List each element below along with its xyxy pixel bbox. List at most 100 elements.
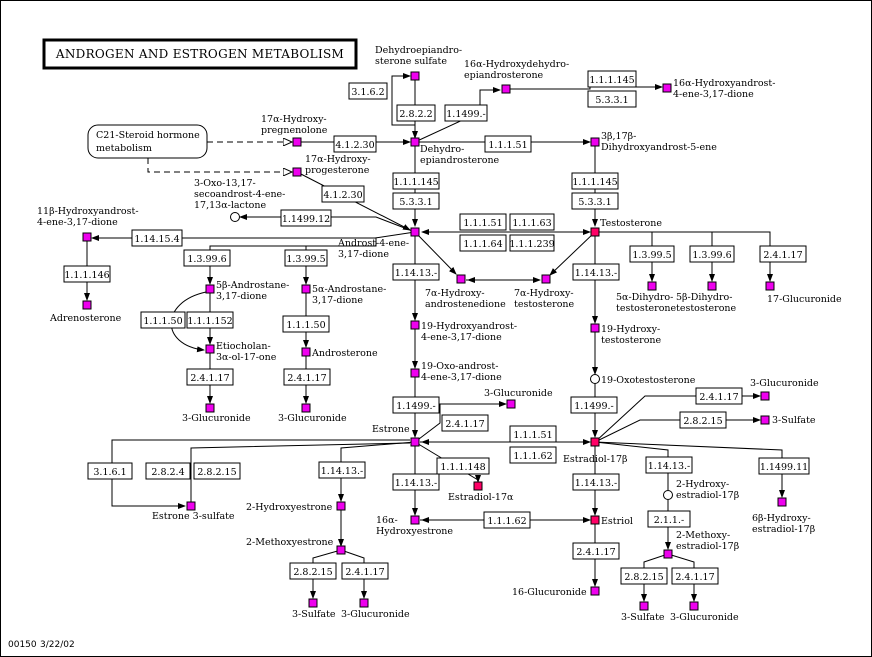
enzyme-1-1499---box[interactable]: 1.1499.- — [392, 396, 440, 414]
enzyme-1-1-1-62-box[interactable]: 1.1.1.62 — [509, 446, 557, 464]
compound-label-adrenosterone[interactable]: Adrenosterone — [49, 313, 122, 324]
enzyme-4-1-2-30-box[interactable]: 4.1.2.30 — [321, 185, 365, 203]
compound-node-hydroxy-pregnenolone[interactable] — [292, 137, 302, 147]
compound-node-hydroxytestosterone7[interactable] — [541, 274, 551, 284]
enzyme-1-14-13---box[interactable]: 1.14.13.- — [392, 473, 440, 491]
compound-node-glucuronide3-a[interactable] — [205, 403, 215, 413]
enzyme-1-1-1-51-box[interactable]: 1.1.1.51 — [459, 213, 507, 231]
compound-label-hydroxyandrostenedione11[interactable]: 11β-Hydroxyandrost-4-ene-3,17-dione — [37, 206, 139, 228]
compound-node-etiocholanolone[interactable] — [205, 344, 215, 354]
compound-label-androstenedione[interactable]: Androst-4-ene-3,17-dione — [337, 238, 409, 260]
compound-node-estrone-sulfate[interactable] — [186, 501, 196, 511]
compound-node-glucuronide3-c[interactable] — [506, 399, 516, 409]
compound-node-glucuronide3-d[interactable] — [760, 391, 770, 401]
compound-label-hydroxyestradiol6[interactable]: 6β-Hydroxy-estradiol-17β — [752, 513, 816, 535]
compound-label-methoxyestrone2[interactable]: 2-Methoxyestrone — [246, 537, 334, 548]
compound-node-estradiol17a[interactable] — [473, 481, 483, 491]
enzyme-1-14-13---box[interactable]: 1.14.13.- — [572, 263, 620, 281]
enzyme-1-3-99-6-box[interactable]: 1.3.99.6 — [183, 249, 231, 267]
enzyme-2-8-2-15-box[interactable]: 2.8.2.15 — [620, 567, 668, 585]
compound-label-hydroxy-progesterone[interactable]: 17α-Hydroxy-progesterone — [305, 154, 371, 176]
compound-node-dihydrotestosterone5b[interactable] — [707, 281, 717, 291]
compound-node-androstenediol[interactable] — [590, 137, 600, 147]
compound-node-hydroxy-progesterone[interactable] — [292, 167, 302, 177]
compound-node-androstanedione5a[interactable] — [301, 284, 311, 294]
compound-label-dihydrotestosterone5b[interactable]: 5β-Dihydro-testosterone — [676, 292, 737, 314]
enzyme-2-8-2-15-box[interactable]: 2.8.2.15 — [289, 562, 337, 580]
compound-node-hydroxyandrostenedione11[interactable] — [82, 232, 92, 242]
compound-label-dhea[interactable]: Dehydro-epiandrosterone — [420, 144, 500, 166]
compound-node-methoxyestrone2[interactable] — [336, 545, 346, 555]
compound-node-dihydrotestosterone5a[interactable] — [647, 281, 657, 291]
enzyme-3-1-6-2-box[interactable]: 3.1.6.2 — [348, 82, 388, 100]
compound-label-glucuronide3-c[interactable]: 3-Glucuronide — [484, 388, 553, 399]
compound-node-oxoandrostenedione19[interactable] — [410, 368, 420, 378]
enzyme-2-4-1-17-box[interactable]: 2.4.1.17 — [671, 567, 719, 585]
enzyme-1-1-1-152-box[interactable]: 1.1.1.152 — [186, 311, 234, 329]
enzyme-1-1-1-51-box[interactable]: 1.1.1.51 — [509, 425, 557, 443]
enzyme-2-4-1-17-box[interactable]: 2.4.1.17 — [186, 368, 234, 386]
enzyme-2-8-2-15-box[interactable]: 2.8.2.15 — [679, 411, 727, 429]
compound-node-glucuronide16[interactable] — [590, 586, 600, 596]
enzyme-1-3-99-6-box[interactable]: 1.3.99.6 — [689, 245, 735, 263]
compound-label-seco-lactone[interactable]: 3-Oxo-13,17-secoandrost-4-ene-17,13α-lac… — [194, 178, 285, 211]
enzyme-1-1-1-63-box[interactable]: 1.1.1.63 — [509, 213, 555, 231]
compound-node-hydroxy-dhea[interactable] — [501, 84, 511, 94]
compound-node-dhea-sulfate[interactable] — [410, 71, 420, 81]
compound-node-oxotestosterone19[interactable] — [590, 374, 600, 384]
enzyme-2-8-2-15-box[interactable]: 2.8.2.15 — [193, 462, 241, 480]
compound-label-oxotestosterone19[interactable]: 19-Oxotestosterone — [601, 375, 696, 386]
compound-node-hydroxyandrostenedione19[interactable] — [410, 320, 420, 330]
compound-label-estriol[interactable]: Estriol — [601, 516, 633, 527]
compound-node-hydroxyestradiol6[interactable] — [777, 497, 787, 507]
compound-node-androstenedione[interactable] — [410, 227, 420, 237]
enzyme-1-1-1-148-box[interactable]: 1.1.1.148 — [436, 457, 490, 475]
enzyme-1-1-1-239-box[interactable]: 1.1.1.239 — [509, 234, 555, 252]
compound-label-glucuronide3-e[interactable]: 3-Glucuronide — [341, 609, 410, 620]
compound-node-methoxyestradiol2[interactable] — [663, 549, 673, 559]
compound-node-adrenosterone[interactable] — [82, 300, 92, 310]
compound-label-hydroxyandrostenedione7[interactable]: 7α-Hydroxy-androstenedione — [425, 288, 506, 310]
enzyme-1-14-13---box[interactable]: 1.14.13.- — [392, 263, 440, 281]
enzyme-1-14-13---box[interactable]: 1.14.13.- — [318, 461, 366, 479]
enzyme-1-1-1-50-box[interactable]: 1.1.1.50 — [282, 315, 330, 333]
compound-node-estrone[interactable] — [410, 437, 420, 447]
enzyme-1-1-1-50-box[interactable]: 1.1.1.50 — [140, 311, 186, 329]
compound-label-glucuronide3-f[interactable]: 3-Glucuronide — [670, 612, 739, 623]
enzyme-2-8-2-4-box[interactable]: 2.8.2.4 — [145, 462, 191, 480]
compound-label-glucuronide3-a[interactable]: 3-Glucuronide — [182, 413, 251, 424]
compound-node-dhea[interactable] — [410, 137, 420, 147]
compound-node-estradiol[interactable] — [590, 437, 600, 447]
enzyme-2-4-1-17-box[interactable]: 2.4.1.17 — [695, 387, 743, 405]
enzyme-4-1-2-30-box[interactable]: 4.1.2.30 — [333, 135, 377, 153]
link-c21-steroid-metabolism[interactable]: C21-Steroid hormone metabolism — [87, 124, 208, 159]
enzyme-1-1499-11-box[interactable]: 1.1499.11 — [758, 457, 810, 475]
compound-label-sulfate3-c[interactable]: 3-Sulfate — [621, 612, 665, 623]
compound-node-hydroxytestosterone19[interactable] — [590, 323, 600, 333]
enzyme-1-1499-12-box[interactable]: 1.1499.12 — [280, 209, 332, 227]
enzyme-2-4-1-17-box[interactable]: 2.4.1.17 — [572, 542, 620, 560]
enzyme-2-4-1-17-box[interactable]: 2.4.1.17 — [759, 245, 807, 263]
compound-label-hydroxytestosterone7[interactable]: 7α-Hydroxy-testosterone — [514, 288, 575, 310]
compound-label-etiocholanolone[interactable]: Etiocholan-3α-ol-17-one — [216, 341, 277, 363]
compound-node-androstanedione5b[interactable] — [205, 284, 215, 294]
enzyme-3-1-6-1-box[interactable]: 3.1.6.1 — [87, 462, 133, 480]
compound-label-oxoandrostenedione19[interactable]: 19-Oxo-androst-4-ene-3,17-dione — [421, 361, 502, 383]
enzyme-2-4-1-17-box[interactable]: 2.4.1.17 — [341, 562, 389, 580]
compound-label-hydroxyestrone16[interactable]: 16α-Hydroxyestrone — [376, 515, 453, 537]
compound-node-hydroxyestradiol2[interactable] — [663, 490, 673, 500]
compound-node-glucuronide3-f[interactable] — [689, 601, 699, 611]
compound-label-glucuronide16[interactable]: 16-Glucuronide — [512, 587, 587, 598]
compound-node-glucuronide3-b[interactable] — [301, 403, 311, 413]
compound-label-sulfate3-b[interactable]: 3-Sulfate — [292, 609, 336, 620]
enzyme-1-1499---box[interactable]: 1.1499.- — [444, 104, 488, 122]
enzyme-2-1-1---box[interactable]: 2.1.1.- — [647, 510, 691, 528]
enzyme-1-14-13---box[interactable]: 1.14.13.- — [645, 456, 693, 474]
enzyme-5-3-3-1-box[interactable]: 5.3.3.1 — [571, 192, 619, 210]
compound-node-hydroxyestrone2[interactable] — [336, 501, 346, 511]
compound-node-testosterone[interactable] — [590, 227, 600, 237]
compound-label-hydroxy-dhea[interactable]: 16α-Hydroxydehydro-epiandrosterone — [464, 59, 569, 81]
compound-node-hydroxyestrone16[interactable] — [410, 515, 420, 525]
compound-node-seco-lactone[interactable] — [230, 212, 240, 222]
enzyme-1-3-99-5-box[interactable]: 1.3.99.5 — [629, 245, 675, 263]
